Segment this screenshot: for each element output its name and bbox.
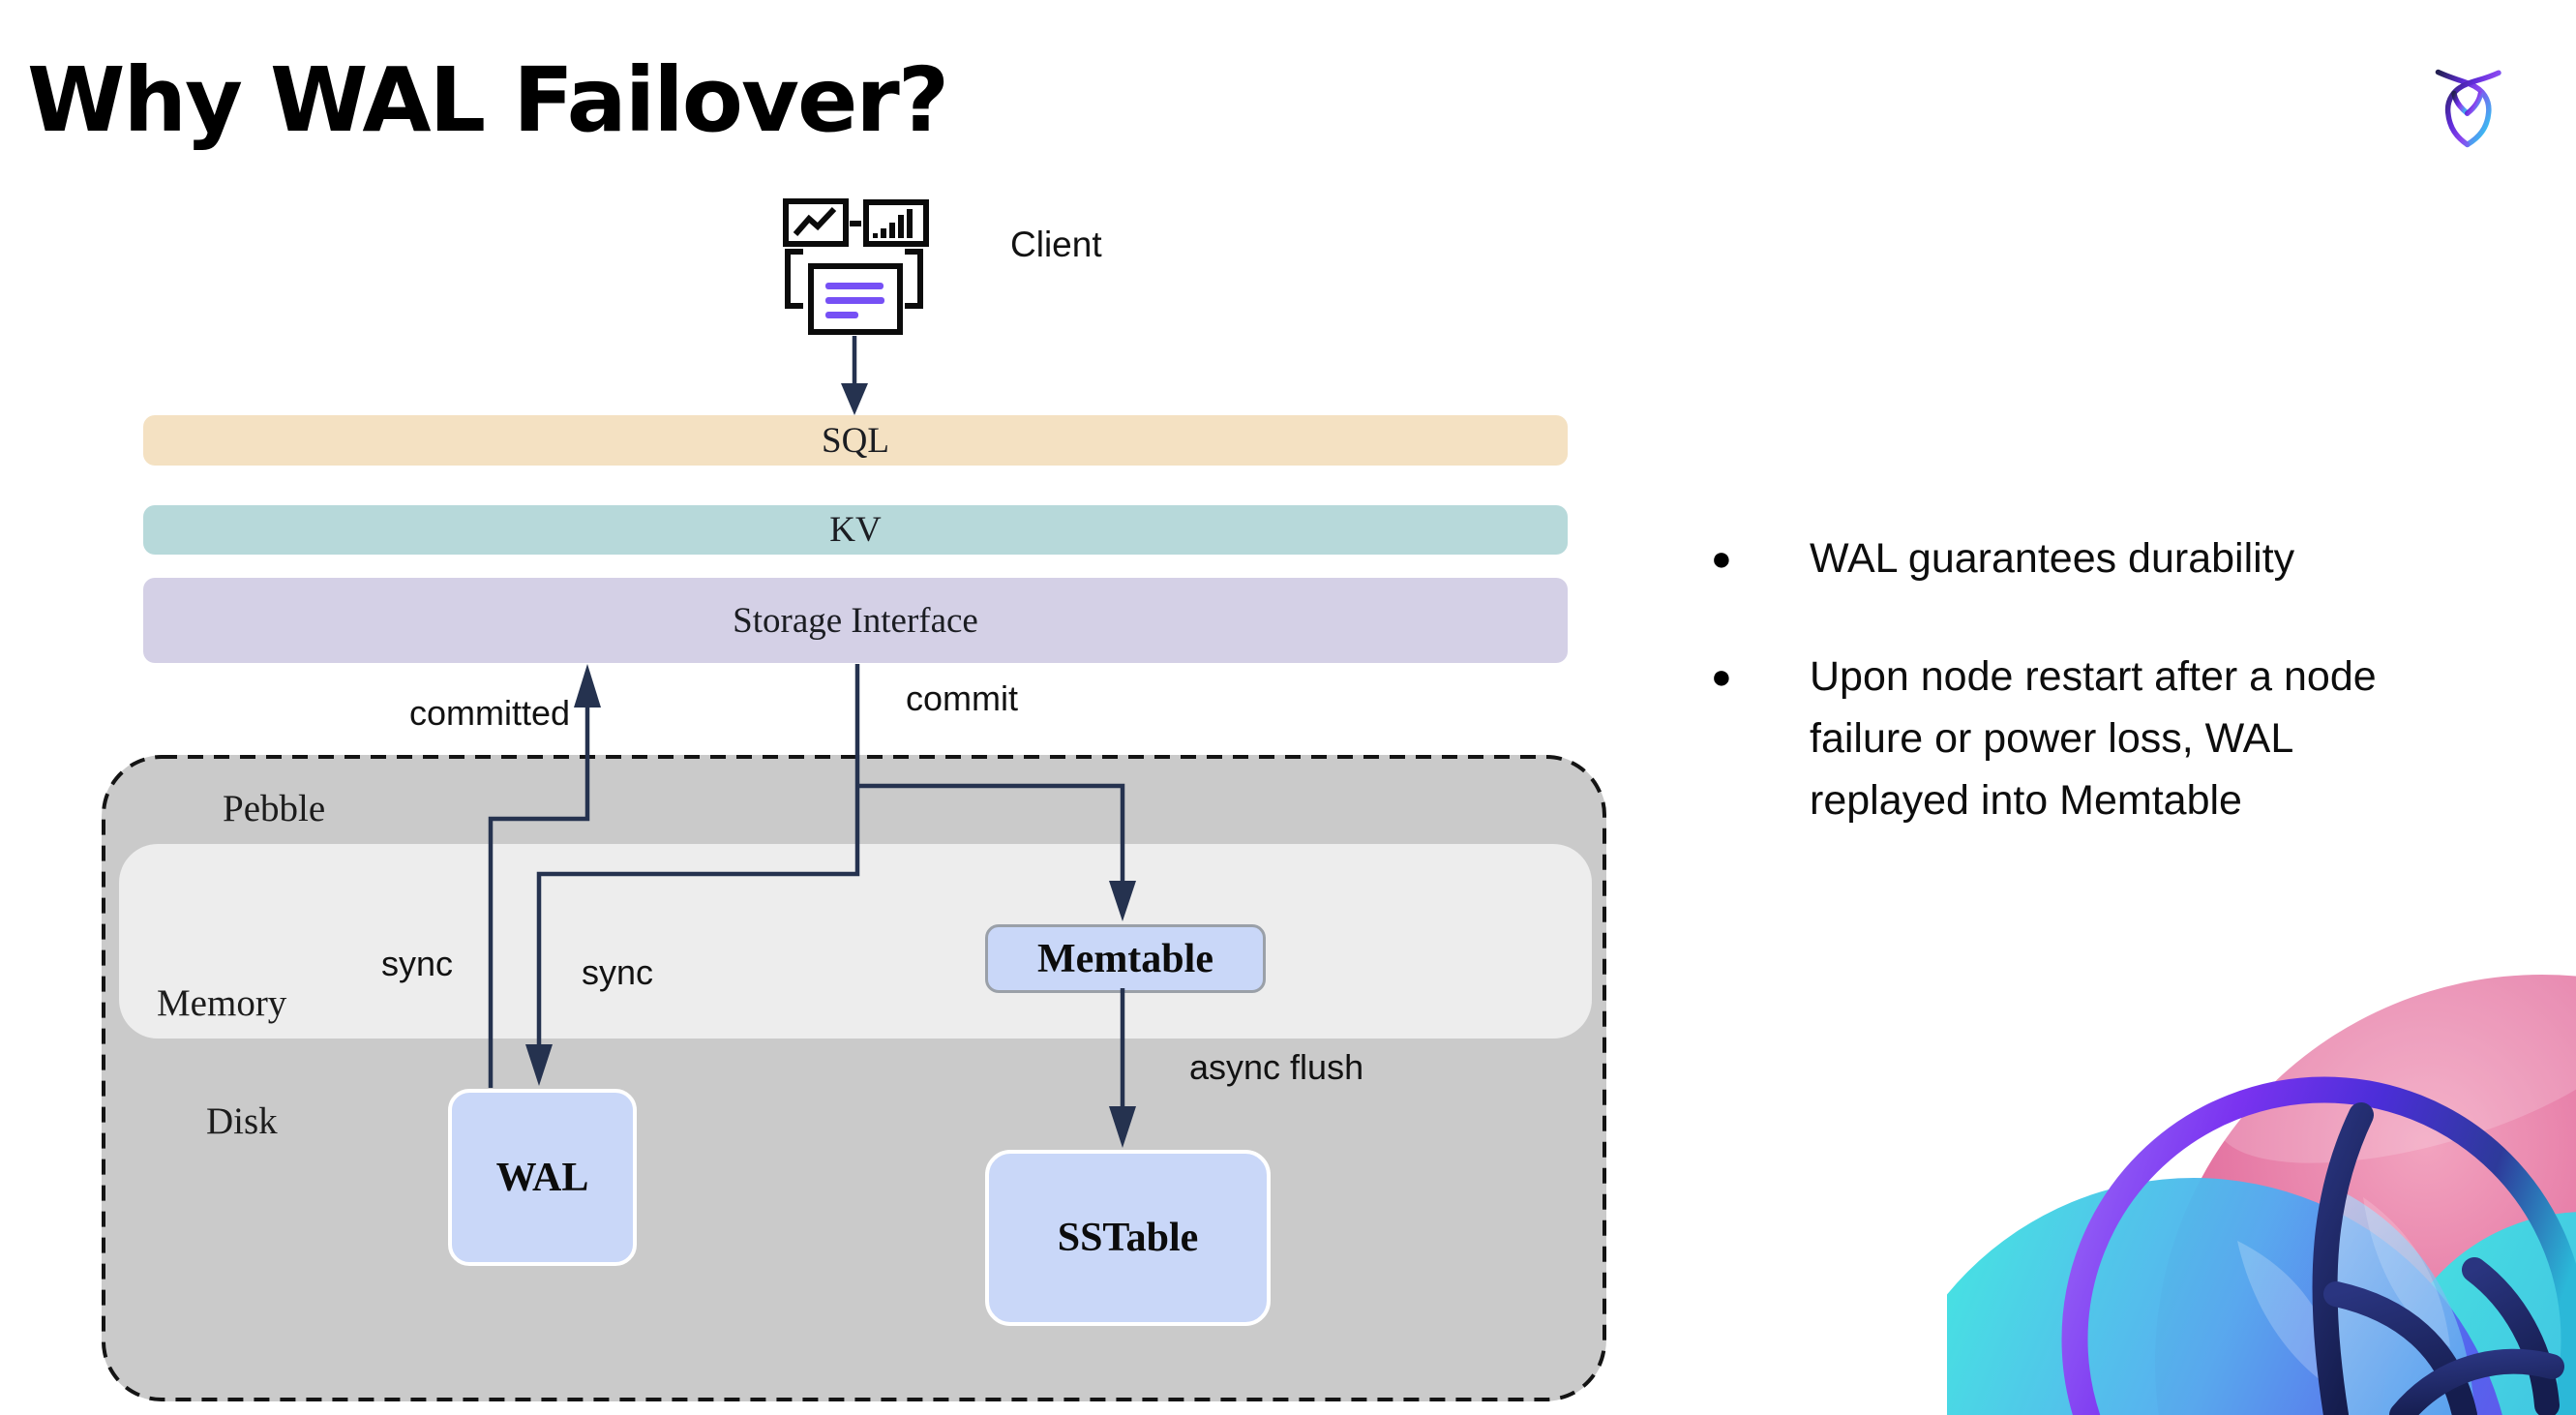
memtable-node: Memtable [985,924,1266,993]
client-label: Client [1010,225,1102,264]
edge-label-committed: committed [409,693,571,733]
bullet-list: ● WAL guarantees durability ● Upon node … [1711,527,2543,888]
layer-kv: KV [143,505,1568,555]
bullet-dot-icon: ● [1711,656,1732,696]
cockroachdb-logo-icon [2435,69,2501,148]
memory-label: Memory [157,982,287,1024]
edge-label-sync-right: sync [582,952,654,992]
page-title: Why WAL Failover? [27,48,949,152]
list-item: ● WAL guarantees durability [1711,527,2543,589]
bar-chart-glyph [873,209,913,238]
brand-corner-art [1947,970,2576,1415]
edge-label-commit: commit [906,678,1018,718]
sstable-node: SSTable [985,1150,1271,1326]
client-icon [783,198,929,335]
layer-kv-label: KV [829,510,882,550]
memory-band [119,844,1592,1039]
list-item: ● Upon node restart after a node failure… [1711,646,2543,831]
bullet-text: Upon node restart after a node failure o… [1810,653,2377,824]
arrowhead [574,664,601,708]
memtable-label: Memtable [1037,936,1213,981]
arrowhead [841,383,868,415]
bullet-text: WAL guarantees durability [1810,535,2295,582]
document-lines [825,283,884,318]
layer-storage-interface: Storage Interface [143,578,1568,663]
wal-node: WAL [448,1089,637,1266]
icon-dash [850,221,861,226]
bullet-dot-icon: ● [1711,538,1732,578]
layer-sql-label: SQL [822,420,889,461]
layer-sql: SQL [143,415,1568,466]
layer-storage-label: Storage Interface [733,600,978,641]
edge-label-async-flush: async flush [1189,1047,1364,1087]
disk-label: Disk [206,1100,278,1142]
pebble-label: Pebble [223,788,326,829]
edge-label-sync-left: sync [381,944,454,983]
wal-label: WAL [495,1155,589,1200]
sstable-label: SSTable [1057,1216,1199,1260]
